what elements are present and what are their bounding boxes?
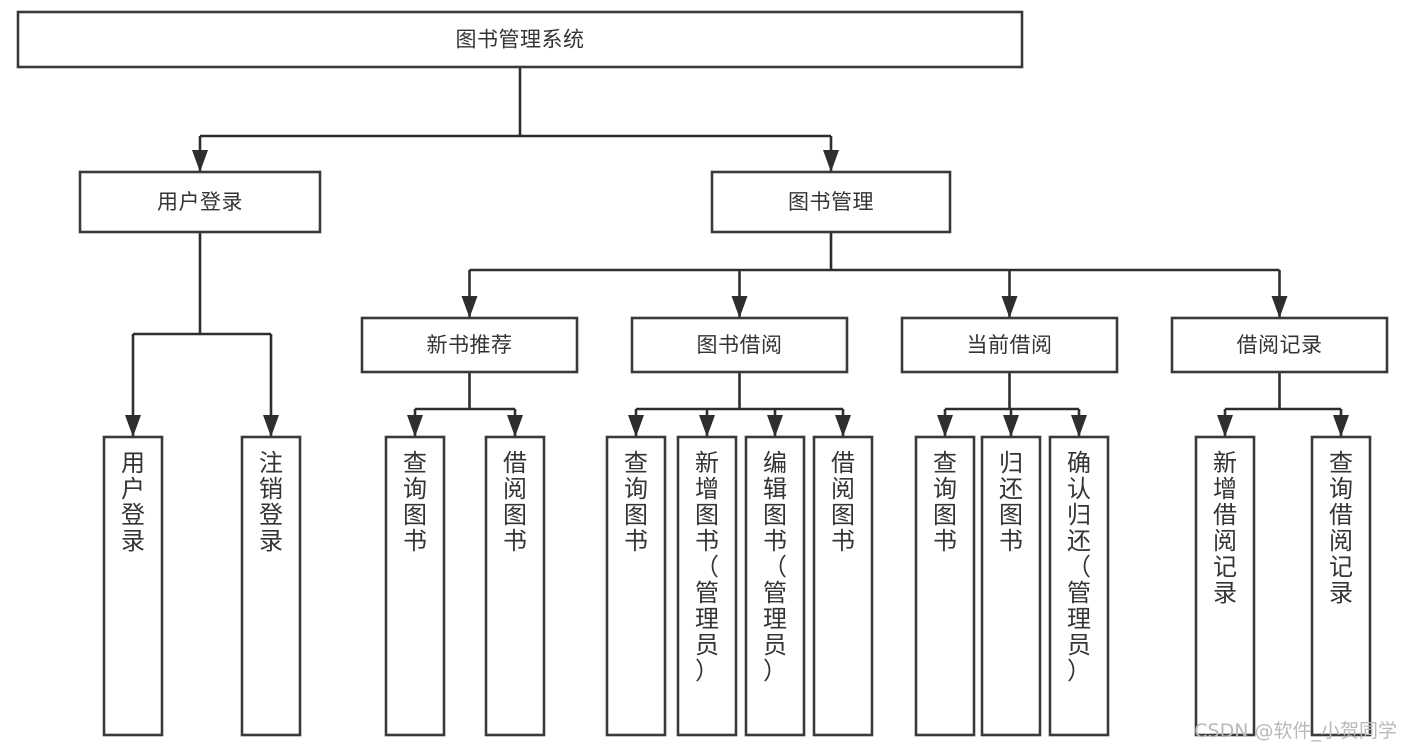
node-label-bb-add-book: 新增图书（管理员） (695, 449, 719, 685)
node-label-user-login: 用户登录 (157, 190, 243, 214)
node-label-nb-borrow-book: 借阅图书 (503, 449, 527, 555)
node-label-current-borrow: 当前借阅 (967, 333, 1053, 357)
node-box-book-borrow (630, 316, 849, 374)
node-label-borrow-record: 借阅记录 (1237, 333, 1323, 357)
node-label-br-add-record: 新增借阅记录 (1213, 449, 1237, 607)
arrow-down-icon-borrow-record (1271, 296, 1288, 318)
node-user-logout-leaf[interactable]: 注销登录 (240, 435, 302, 737)
node-br-query-record[interactable]: 查询借阅记录 (1310, 435, 1372, 737)
node-user-login[interactable]: 用户登录 (78, 170, 322, 234)
node-box-nb-query-book (384, 435, 446, 737)
arrow-down-icon-new-book-recommend (461, 296, 478, 318)
node-box-br-query-record (1310, 435, 1372, 737)
node-label-nb-query-book: 查询图书 (403, 449, 427, 555)
node-box-cb-return-book (980, 435, 1042, 737)
node-book-borrow[interactable]: 图书借阅 (630, 316, 849, 374)
arrow-down-icon-nb-borrow-book (507, 415, 523, 437)
node-cb-query-book[interactable]: 查询图书 (914, 435, 976, 737)
watermark-text: CSDN @软件_小贺同学 (1194, 720, 1397, 742)
arrow-down-icon-br-query-record (1333, 415, 1349, 437)
node-cb-confirm-return[interactable]: 确认归还（管理员） (1048, 435, 1110, 737)
node-box-borrow-record (1170, 316, 1389, 374)
node-label-cb-confirm-return: 确认归还（管理员） (1067, 449, 1091, 685)
node-label-user-login-leaf: 用户登录 (121, 449, 145, 555)
node-box-root (16, 10, 1024, 69)
node-bb-query-book[interactable]: 查询图书 (605, 435, 667, 737)
node-nb-borrow-book[interactable]: 借阅图书 (484, 435, 546, 737)
arrow-down-icon-bb-query-book (628, 415, 644, 437)
node-root[interactable]: 图书管理系统 (16, 10, 1024, 69)
node-nb-query-book[interactable]: 查询图书 (384, 435, 446, 737)
arrow-down-icon-user-login-leaf (125, 415, 141, 437)
arrow-down-icon-bb-add-book (699, 415, 715, 437)
node-box-cb-query-book (914, 435, 976, 737)
node-label-bb-query-book: 查询图书 (624, 449, 648, 555)
node-current-borrow[interactable]: 当前借阅 (900, 316, 1119, 374)
arrow-down-icon-cb-confirm-return (1071, 415, 1087, 437)
node-br-add-record[interactable]: 新增借阅记录 (1194, 435, 1256, 737)
arrow-down-icon-user-logout-leaf (263, 415, 279, 437)
node-box-user-logout-leaf (240, 435, 302, 737)
node-bb-borrow-book[interactable]: 借阅图书 (812, 435, 874, 737)
node-borrow-record[interactable]: 借阅记录 (1170, 316, 1389, 374)
node-box-user-login-leaf (102, 435, 164, 737)
nodes-layer: 图书管理系统用户登录用户登录注销登录图书管理新书推荐查询图书借阅图书图书借阅查询… (16, 10, 1389, 737)
node-cb-return-book[interactable]: 归还图书 (980, 435, 1042, 737)
node-box-bb-add-book (676, 435, 738, 737)
node-bb-add-book[interactable]: 新增图书（管理员） (676, 435, 738, 737)
node-box-bb-edit-book (744, 435, 806, 737)
arrow-down-icon-user-login (192, 150, 208, 172)
arrow-down-icon-br-add-record (1217, 415, 1233, 437)
node-box-cb-confirm-return (1048, 435, 1110, 737)
connectors-layer (125, 67, 1349, 437)
node-box-book-manage (710, 170, 952, 234)
node-box-user-login (78, 170, 322, 234)
node-book-manage[interactable]: 图书管理 (710, 170, 952, 234)
node-label-cb-return-book: 归还图书 (999, 449, 1023, 555)
arrow-down-icon-nb-query-book (407, 415, 423, 437)
node-label-new-book-recommend: 新书推荐 (427, 333, 513, 357)
node-label-bb-edit-book: 编辑图书（管理员） (763, 449, 787, 685)
arrow-down-icon-current-borrow (1001, 296, 1018, 318)
arrow-down-icon-book-borrow (731, 296, 748, 318)
arrow-down-icon-bb-borrow-book (835, 415, 851, 437)
arrow-down-icon-bb-edit-book (767, 415, 783, 437)
node-box-bb-query-book (605, 435, 667, 737)
node-box-bb-borrow-book (812, 435, 874, 737)
node-label-user-logout-leaf: 注销登录 (259, 449, 283, 555)
node-label-cb-query-book: 查询图书 (933, 449, 957, 555)
node-box-current-borrow (900, 316, 1119, 374)
node-new-book-recommend[interactable]: 新书推荐 (360, 316, 579, 374)
arrow-down-icon-cb-query-book (937, 415, 953, 437)
node-box-nb-borrow-book (484, 435, 546, 737)
node-box-new-book-recommend (360, 316, 579, 374)
node-label-book-manage: 图书管理 (788, 190, 874, 214)
arrow-down-icon-cb-return-book (1003, 415, 1019, 437)
node-label-bb-borrow-book: 借阅图书 (831, 449, 855, 555)
arrow-down-icon-book-manage (823, 150, 839, 172)
node-user-login-leaf[interactable]: 用户登录 (102, 435, 164, 737)
node-label-book-borrow: 图书借阅 (697, 333, 783, 357)
node-label-root: 图书管理系统 (456, 28, 585, 52)
node-bb-edit-book[interactable]: 编辑图书（管理员） (744, 435, 806, 737)
node-box-br-add-record (1194, 435, 1256, 737)
node-label-br-query-record: 查询借阅记录 (1329, 449, 1353, 607)
